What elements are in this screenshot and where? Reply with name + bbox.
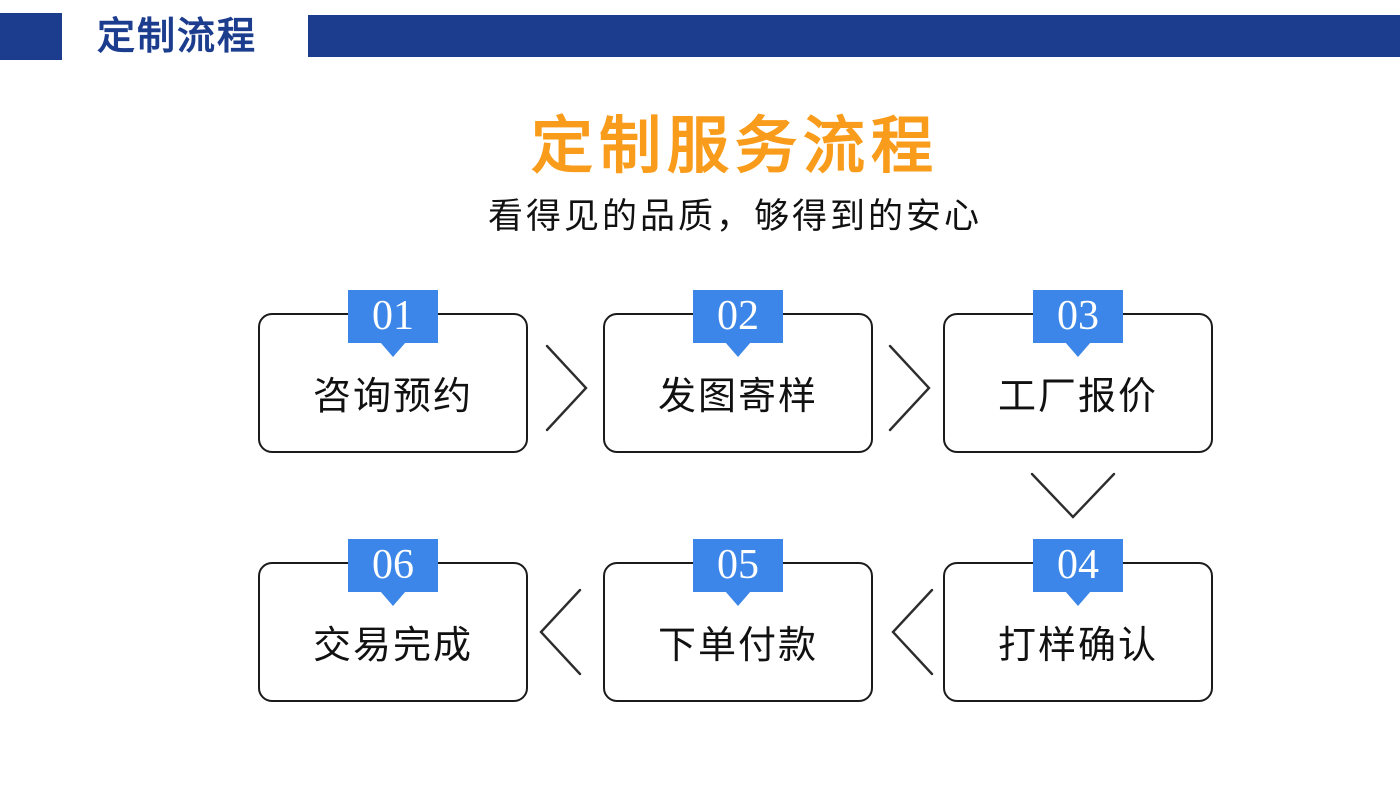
arrow-down-icon xyxy=(1030,472,1116,520)
badge-pointer-icon xyxy=(1065,591,1091,606)
step-label: 打样确认 xyxy=(997,624,1158,667)
step-number-badge: 04 xyxy=(1033,539,1123,606)
header-accent-bar xyxy=(308,15,1400,57)
step-label: 咨询预约 xyxy=(312,375,473,418)
header-accent-square xyxy=(0,13,62,60)
step-card-6: 06 交易完成 xyxy=(258,539,528,702)
step-number: 02 xyxy=(693,290,783,343)
step-card-1: 01 咨询预约 xyxy=(258,290,528,453)
step-number: 01 xyxy=(348,290,438,343)
page-subtitle: 看得见的品质，够得到的安心 xyxy=(487,197,982,236)
badge-pointer-icon xyxy=(725,591,751,606)
page-title: 定制服务流程 xyxy=(530,112,939,181)
arrow-left-icon xyxy=(538,588,582,676)
step-card-5: 05 下单付款 xyxy=(603,539,873,702)
step-number-badge: 03 xyxy=(1033,290,1123,357)
step-number-badge: 02 xyxy=(693,290,783,357)
arrow-right-icon xyxy=(545,344,589,432)
arrow-left-icon xyxy=(890,588,934,676)
step-card-3: 03 工厂报价 xyxy=(943,290,1213,453)
badge-pointer-icon xyxy=(380,342,406,357)
step-number: 03 xyxy=(1033,290,1123,343)
step-label: 工厂报价 xyxy=(997,375,1158,418)
badge-pointer-icon xyxy=(1065,342,1091,357)
badge-pointer-icon xyxy=(380,591,406,606)
step-label: 交易完成 xyxy=(312,624,473,667)
step-number-badge: 05 xyxy=(693,539,783,606)
step-number: 04 xyxy=(1033,539,1123,592)
step-card-4: 04 打样确认 xyxy=(943,539,1213,702)
step-number: 06 xyxy=(348,539,438,592)
arrow-right-icon xyxy=(888,344,932,432)
step-label: 发图寄样 xyxy=(657,375,818,418)
step-number: 05 xyxy=(693,539,783,592)
badge-pointer-icon xyxy=(725,342,751,357)
step-number-badge: 01 xyxy=(348,290,438,357)
section-title: 定制流程 xyxy=(97,16,258,58)
step-number-badge: 06 xyxy=(348,539,438,606)
step-card-2: 02 发图寄样 xyxy=(603,290,873,453)
step-label: 下单付款 xyxy=(657,624,818,667)
